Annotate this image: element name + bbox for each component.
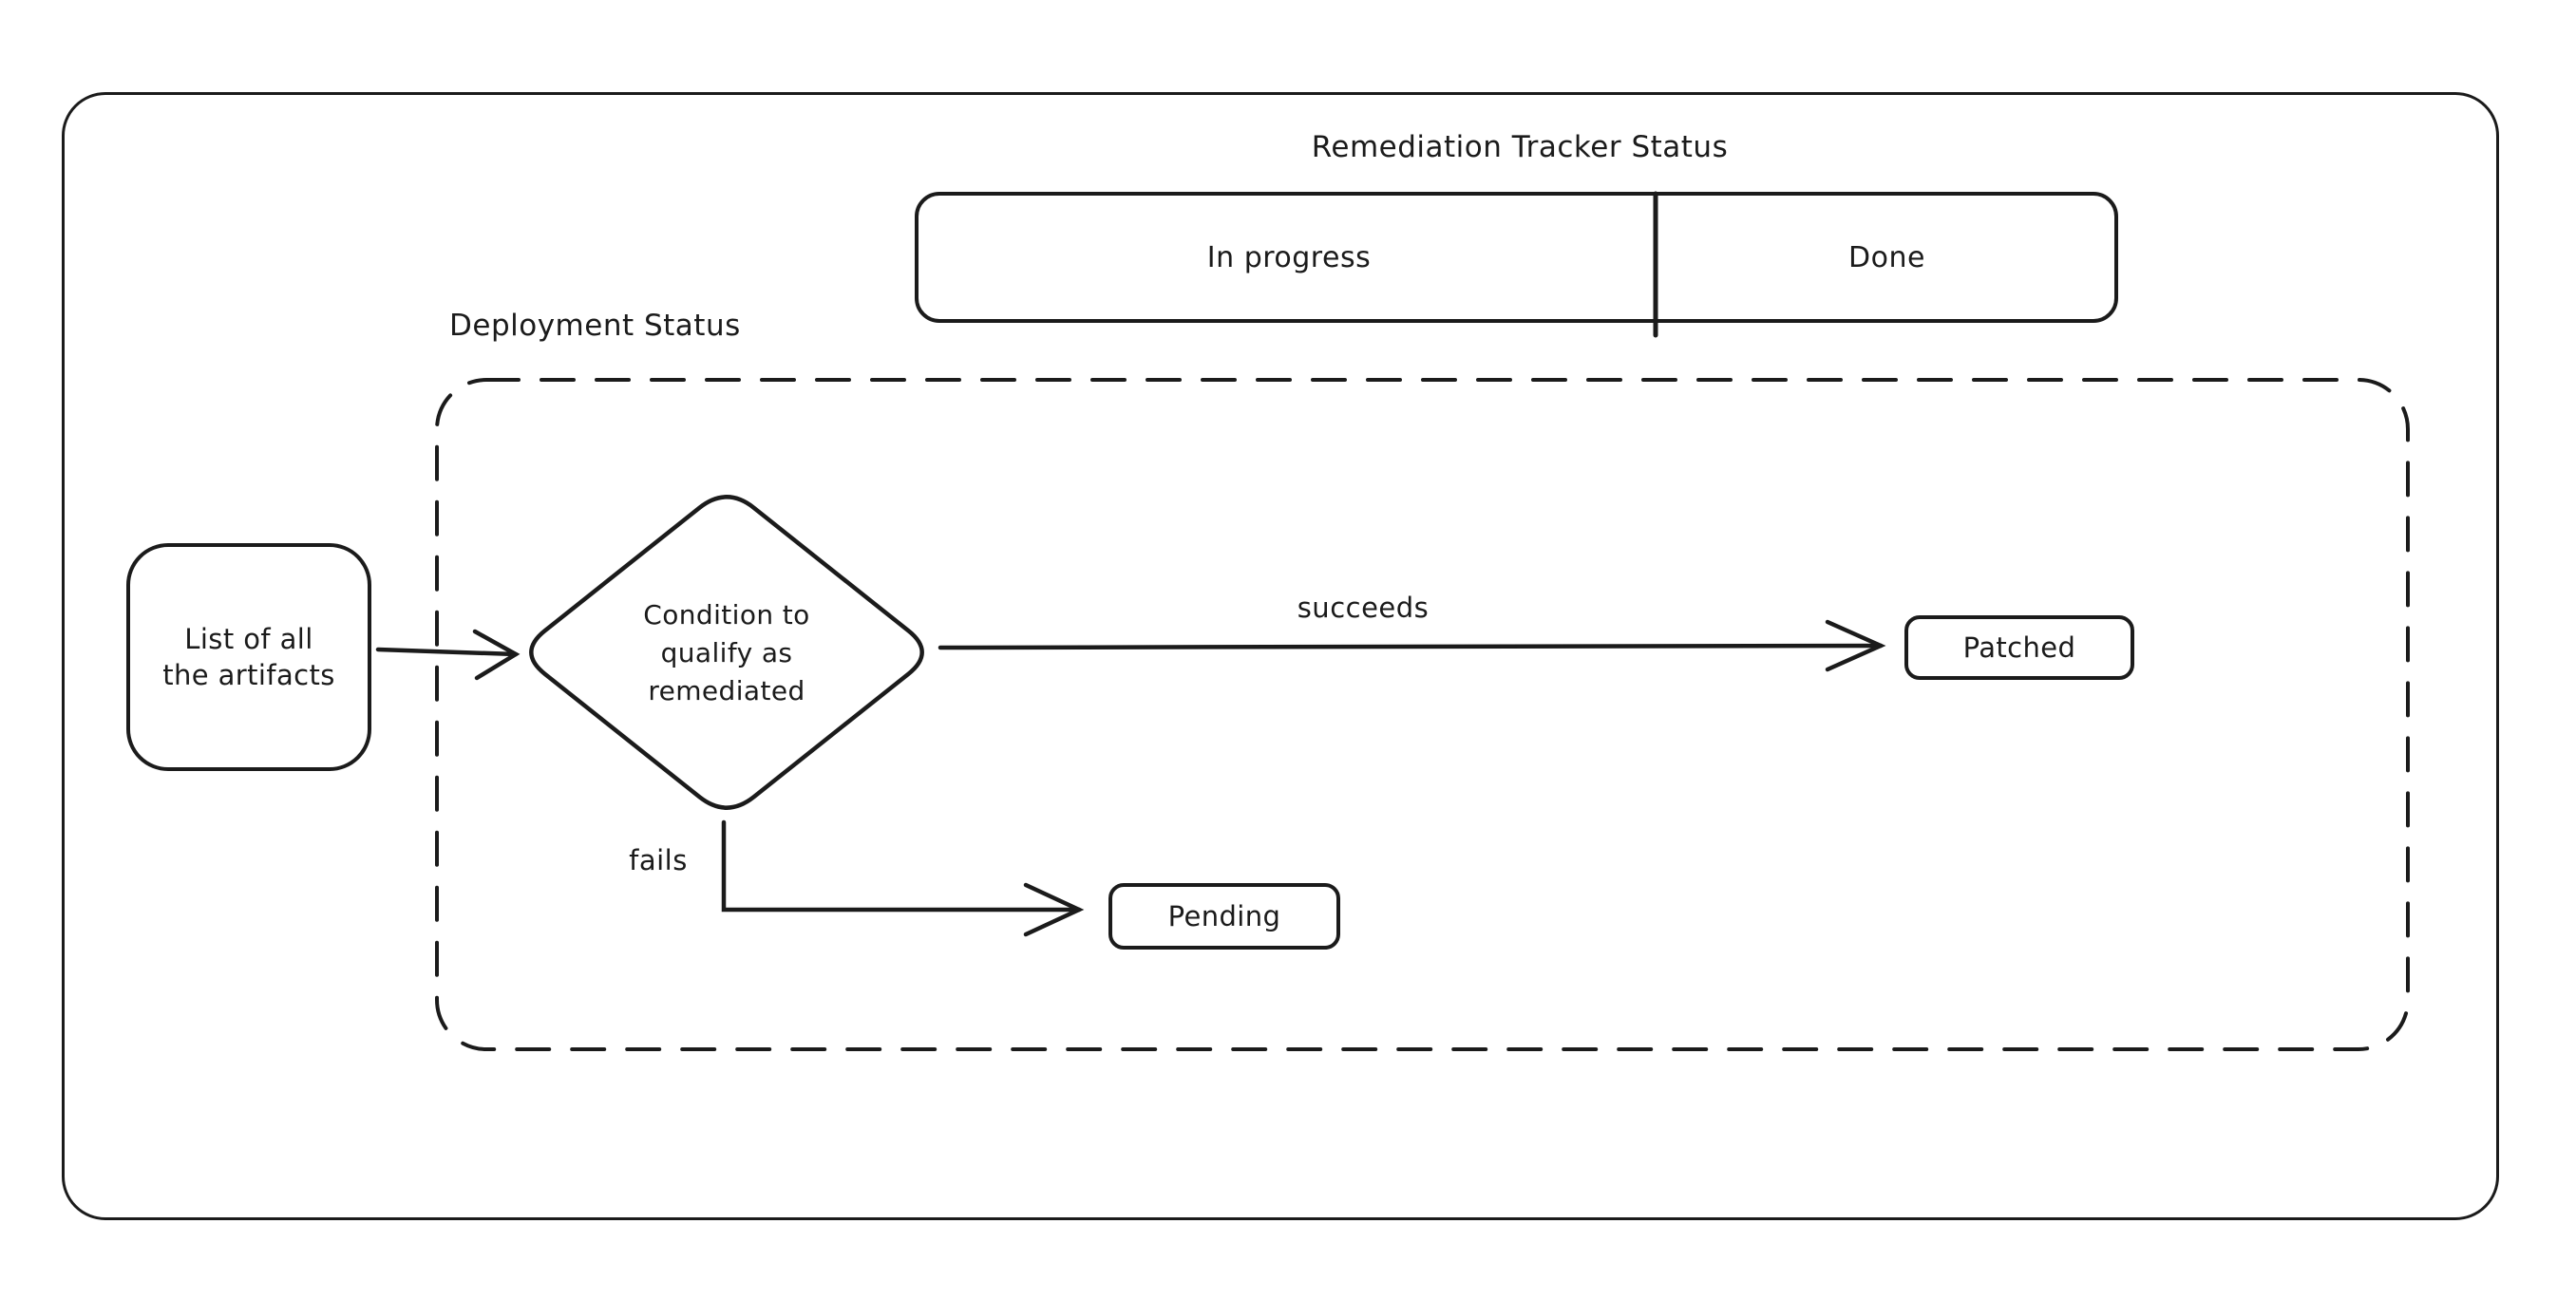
deployment-status-label: Deployment Status: [449, 309, 741, 343]
outer-frame: [62, 92, 2499, 1220]
tracker-segment-done: Done: [1848, 240, 1925, 274]
succeeds-edge-label: succeeds: [1297, 592, 1430, 624]
node-pending: Pending: [1108, 883, 1340, 950]
node-patched: Patched: [1904, 615, 2134, 680]
diagram-title: Remediation Tracker Status: [1311, 130, 1729, 164]
tracker-segment-in-progress: In progress: [1206, 240, 1372, 274]
fails-edge-label: fails: [629, 844, 688, 876]
remediation-tracker-bar: In progress Done: [915, 192, 2118, 323]
node-condition-label: Condition to qualify as remediated: [643, 599, 810, 706]
node-artifacts: List of all the artifacts: [126, 543, 371, 771]
